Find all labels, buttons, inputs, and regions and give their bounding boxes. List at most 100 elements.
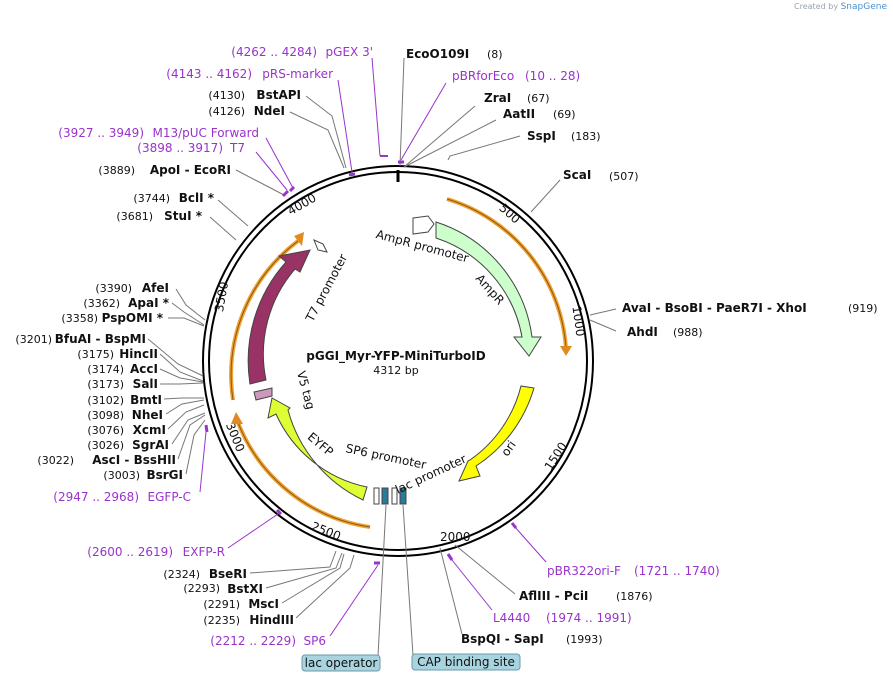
feature-lac-operator <box>381 487 389 505</box>
tick-4000: 4000 <box>285 191 318 218</box>
lead-hindiii <box>295 554 355 619</box>
tick-1000: 1000 <box>569 305 587 337</box>
lead-lac-operator <box>377 504 387 657</box>
enzyme-ecori-pos: (3889) <box>98 164 135 177</box>
enzyme-ecori: ApoI - EcoRI <box>150 163 231 177</box>
lead-xcmi <box>167 404 205 430</box>
lead-zrai <box>403 105 476 168</box>
enzyme-hincii-pos: (3175) <box>77 348 114 361</box>
box-lac-operator-label: lac operator <box>305 656 378 670</box>
primer-exfp-r-range: (2600 .. 2619) <box>87 545 173 559</box>
primer-l4440: L4440 <box>493 611 530 625</box>
enzyme-bstapi-pos: (4130) <box>208 89 245 102</box>
lead-ecoo109i <box>399 57 405 167</box>
primer-sp6: SP6 <box>304 634 327 648</box>
enzyme-ecoo109i-pos: (8) <box>487 48 503 61</box>
orf-arc-eyfp-head <box>231 412 243 424</box>
primer-labels: pBRforEco (10 .. 28) pBR322ori-F (1721 .… <box>53 45 719 648</box>
feature-cap-site <box>399 487 407 505</box>
enzyme-nhei: NheI <box>132 408 163 422</box>
enzyme-scai: ScaI <box>563 168 591 182</box>
lead-ahdi <box>589 319 617 332</box>
lead-sspi <box>447 135 521 161</box>
plead-pbrforeco <box>400 82 447 161</box>
enzyme-zrai-pos: (67) <box>527 92 550 105</box>
label-sp6-promoter: SP6 promoter <box>344 441 427 472</box>
primer-pgex-range: (4262 .. 4284) <box>231 45 317 59</box>
enzyme-afei-pos: (3390) <box>95 282 132 295</box>
enzyme-bstapi: BstAPI <box>256 88 301 102</box>
features <box>247 215 542 505</box>
lead-pspomi <box>168 317 205 327</box>
primer-mark-m13 <box>288 185 296 193</box>
orf-arcs <box>229 197 572 529</box>
plead-prs <box>337 79 353 173</box>
tick-2000: 2000 <box>440 530 471 544</box>
primer-egfp-c-range: (2947 .. 2968) <box>53 490 139 504</box>
orf-arc-eyfp <box>235 419 371 529</box>
primer-m13-range: (3927 .. 3949) <box>58 126 144 140</box>
lead-bfuai <box>147 338 204 377</box>
lead-sali <box>160 382 204 385</box>
primer-exfp-r: EXFP-R <box>183 545 225 559</box>
enzyme-xhoi: AvaI - BsoBI - PaeR7I - XhoI <box>622 301 807 315</box>
feature-miniturbo <box>247 249 311 385</box>
primer-l4440-range: (1974 .. 1991) <box>546 611 632 625</box>
enzyme-sali: SalI <box>133 377 158 391</box>
enzyme-afliii-pos: (1876) <box>616 590 653 603</box>
plead-m13 <box>265 137 294 189</box>
lead-acci <box>159 368 204 383</box>
enzyme-hindiii-pos: (2235) <box>203 614 240 627</box>
lead-ascI <box>177 414 206 460</box>
enzyme-ecoo109i: EcoO109I <box>406 47 469 61</box>
enzyme-aatii-pos: (69) <box>553 108 576 121</box>
enzyme-apai-pos: (3362) <box>83 297 120 310</box>
primer-mark-exfp-r <box>275 508 283 516</box>
enzyme-bstxi: BstXI <box>227 582 263 596</box>
enzyme-labels-left: (2235) HindIII (2291) MscI (2293) BstXI … <box>15 88 301 627</box>
enzyme-sali-pos: (3173) <box>87 378 124 391</box>
enzyme-pspomi: PspOMI * <box>102 311 164 325</box>
lead-apai <box>171 302 205 326</box>
primer-pgex: pGEX 3' <box>326 45 373 59</box>
enzyme-acci: AccI <box>130 362 158 376</box>
lead-nhei <box>165 399 205 415</box>
tick-2500: 2500 <box>309 519 343 543</box>
plasmid-length: 4312 bp <box>373 364 418 377</box>
enzyme-hincii: HincII <box>119 347 158 361</box>
lead-xhoi <box>589 308 617 316</box>
lead-hincii <box>159 353 204 382</box>
primer-pbr322ori-range: (1721 .. 1740) <box>634 564 720 578</box>
enzyme-bmti-pos: (3102) <box>87 394 124 407</box>
enzyme-ndei-pos: (4126) <box>208 105 245 118</box>
primer-prs-range: (4143 .. 4162) <box>166 67 252 81</box>
enzyme-xhoi-pos: (919) <box>848 302 878 315</box>
enzyme-ahdi-pos: (988) <box>673 326 703 339</box>
box-cap-site-label: CAP binding site <box>417 655 515 669</box>
box-lac-operator <box>301 654 381 672</box>
tick-500: 500 <box>496 201 522 227</box>
primer-t7: T7 <box>229 141 245 155</box>
enzyme-ahdi: AhdI <box>627 325 658 339</box>
feature-lac-promoter <box>373 487 380 505</box>
boxed-labels: lac operator CAP binding site <box>301 653 521 672</box>
lead-ndei <box>289 111 345 169</box>
lead-msci <box>281 553 345 604</box>
enzyme-stui: StuI * <box>164 209 203 223</box>
enzyme-scai-pos: (507) <box>609 170 639 183</box>
enzyme-leaders <box>147 57 617 635</box>
feature-sp6-promoter <box>391 487 398 505</box>
plead-pbr322ori <box>513 525 547 563</box>
primer-sp6-range: (2212 .. 2229) <box>210 634 296 648</box>
lead-sgrai <box>171 412 206 445</box>
primer-pbrforeco-range: (10 .. 28) <box>525 69 580 83</box>
primer-egfp-c: EGFP-C <box>148 490 191 504</box>
feature-t7-promoter <box>313 239 328 253</box>
enzyme-apai: ApaI * <box>128 296 170 310</box>
enzyme-ndei: NdeI <box>254 104 285 118</box>
orf-arc-ampr-head <box>560 346 572 356</box>
lead-bstxi <box>265 552 343 589</box>
primer-pbr322ori: pBR322ori-F <box>547 564 621 578</box>
lead-bstapi <box>305 95 347 169</box>
